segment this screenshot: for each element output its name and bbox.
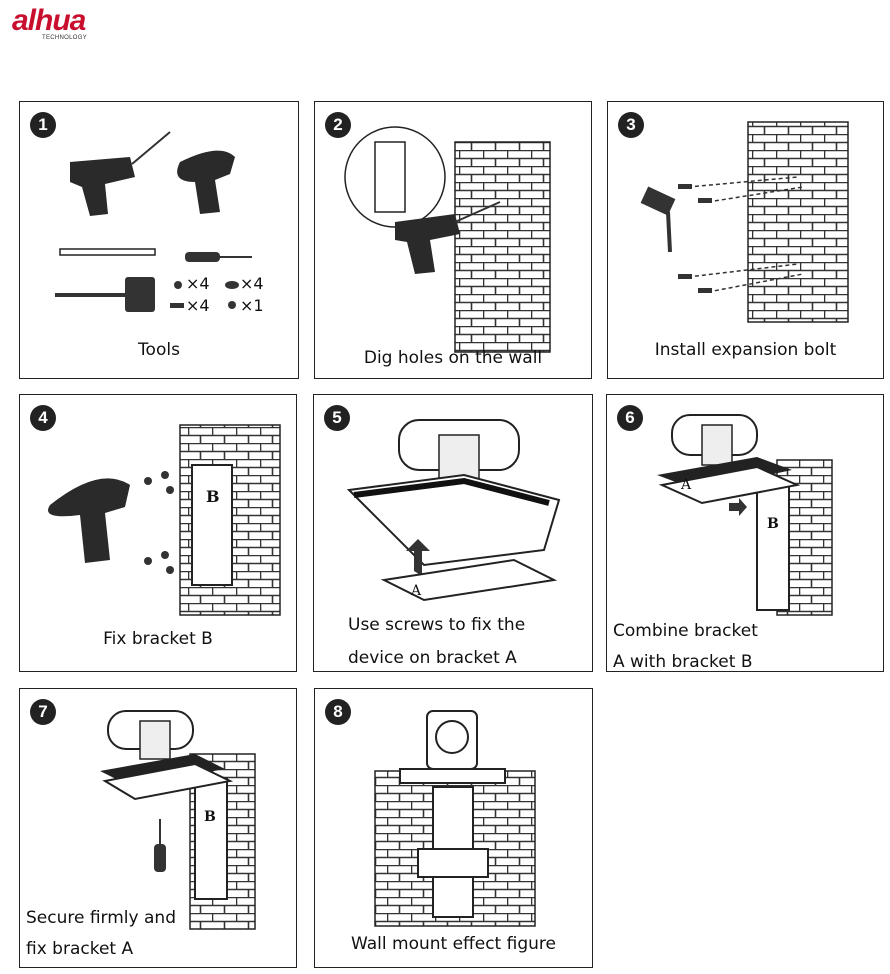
brand-logo: alhua TECHNOLOGY: [12, 4, 132, 44]
step-5-caption-line-2: device on bracket A: [348, 644, 517, 672]
step-8-caption: Wall mount effect figure: [315, 930, 592, 958]
bracket-b-icon: [195, 779, 227, 899]
step-5-panel: 5 A Use screws to fix the device on brac…: [313, 394, 593, 672]
step-6-caption-line-1: Combine bracket: [613, 617, 758, 645]
step-3-caption: Install expansion bolt: [608, 336, 883, 364]
step-4-panel: 4 B Fix bracket B: [19, 394, 297, 672]
right-arrow-icon: [729, 498, 747, 516]
wall-mount-effect-illustration: [315, 689, 594, 969]
step-1-qty-4: ×1: [240, 292, 264, 320]
step-4-caption: Fix bracket B: [20, 625, 296, 653]
step-3-panel: 3 Install expansion bolt: [607, 101, 884, 379]
hammer-icon: [641, 187, 676, 252]
camera-icon: [108, 711, 193, 759]
bracket-b-icon: [757, 485, 789, 610]
step-1-caption: Tools: [20, 336, 298, 364]
brick-wall-icon: [748, 122, 848, 322]
spirit-level-icon: [60, 249, 155, 255]
brand-logo-tagline: TECHNOLOGY: [42, 35, 87, 41]
camera-icon: [672, 415, 757, 465]
screwdriver-icon: [154, 819, 166, 872]
step-7-panel: 7 B Secure firmly and fix bracket A: [19, 688, 297, 968]
step-6-bracket-label-a: A: [681, 471, 691, 499]
step-7-caption-line-1: Secure firmly and: [26, 904, 176, 932]
step-1-qty-3: ×4: [186, 292, 210, 320]
brand-logo-word: alhua: [12, 4, 85, 38]
step-1-panel: 1 ×4 ×4 ×4 ×1 Tools: [19, 101, 299, 379]
step-5-caption-line-1: Use screws to fix the: [348, 611, 525, 639]
dig-holes-illustration: [315, 102, 593, 380]
camera-base-icon: [349, 475, 559, 565]
bracket-icon: [375, 142, 405, 212]
electric-screwdriver-icon: [177, 151, 235, 214]
step-2-panel: 2 Dig holes on the wall: [314, 101, 592, 379]
bracket-hook-icon: [418, 849, 488, 877]
bracket-a-icon: [400, 769, 505, 783]
electric-screwdriver-icon: [48, 478, 130, 563]
step-8-panel: 8 Wall mount effect figure: [314, 688, 593, 968]
step-2-caption: Dig holes on the wall: [315, 344, 591, 372]
expansion-bolts-icon: [678, 184, 712, 293]
electric-drill-icon: [70, 132, 170, 216]
step-7-caption-line-2: fix bracket A: [26, 935, 133, 963]
camera-icon: [427, 711, 477, 769]
brick-wall-icon: [455, 142, 550, 352]
hammer-icon: [55, 277, 155, 312]
step-6-panel: 6 A B Combine bracket A with bracket B: [606, 394, 884, 672]
step-7-bracket-label: B: [204, 803, 216, 831]
camera-icon: [399, 420, 519, 480]
screws-icon: [144, 471, 174, 574]
bracket-a-icon: [384, 560, 554, 600]
screwdriver-icon: [185, 252, 252, 262]
step-6-bracket-label-b: B: [767, 510, 779, 538]
step-4-bracket-label: B: [206, 483, 220, 511]
step-6-caption-line-2: A with bracket B: [613, 648, 752, 676]
step-5-bracket-label: A: [411, 577, 421, 605]
